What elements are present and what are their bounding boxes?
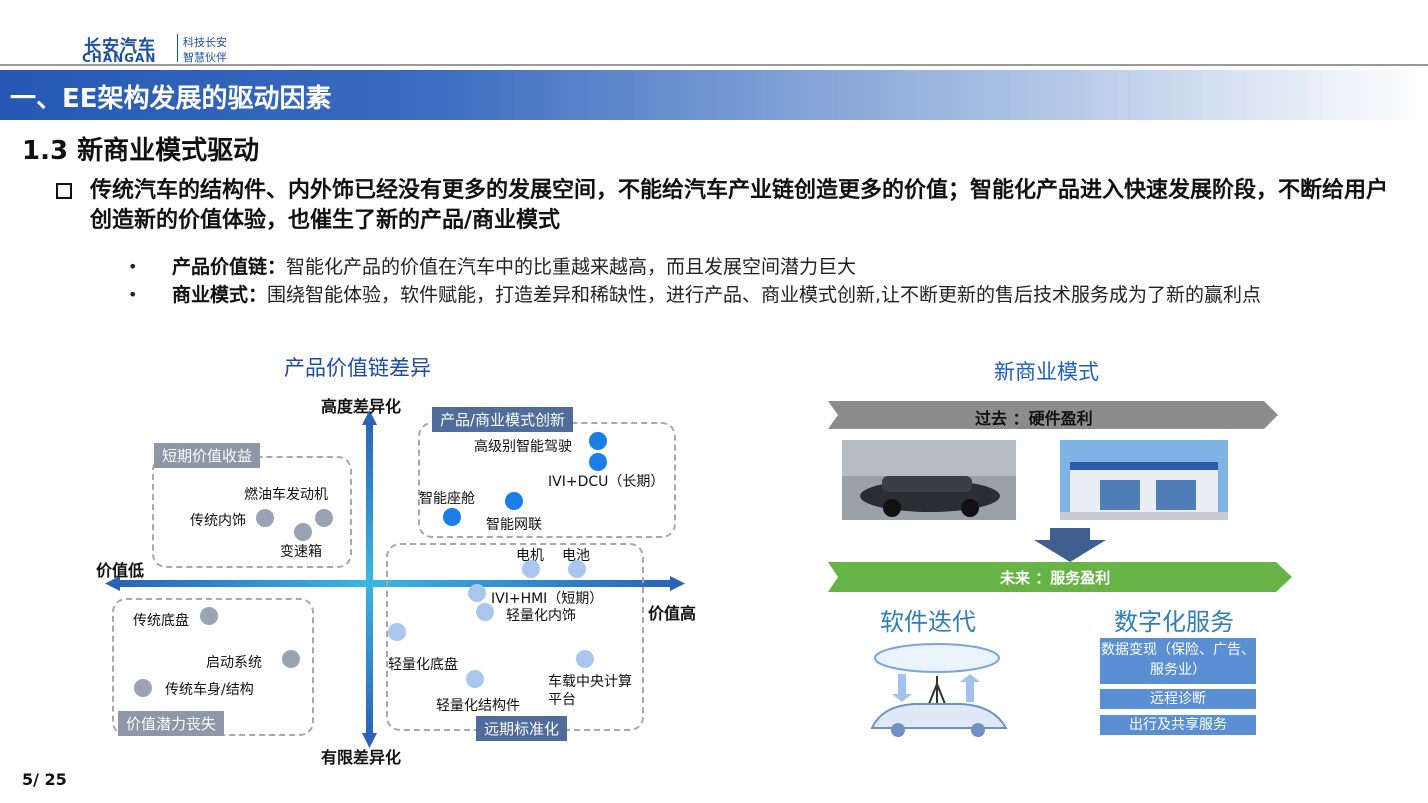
item-label: 传统底盘 xyxy=(133,613,189,629)
tag-innovation: 产品/商业模式创新 xyxy=(432,407,574,432)
item-label: 传统车身/结构 xyxy=(165,682,254,698)
item-marker xyxy=(505,492,523,510)
item-label: IVI+DCU（长期） xyxy=(548,474,665,490)
axis-label-left: 价值低 xyxy=(96,561,145,580)
main-point: 传统汽车的结构件、内外饰已经没有更多的发展空间，不能给汽车产业链创造更多的价值；… xyxy=(90,178,1389,233)
item-label: IVI+HMI（短期） xyxy=(491,591,604,607)
item-label: 轻量化结构件 xyxy=(436,698,520,714)
item-marker xyxy=(200,607,218,625)
slogan-line2: 智慧伙伴 xyxy=(183,51,227,64)
horizontal-axis xyxy=(115,580,675,587)
tag-short-term-value: 短期价值收益 xyxy=(154,443,261,468)
value-chain-chart-title: 产品价值链差异 xyxy=(284,356,431,380)
logo-text-cn: 长安汽车 xyxy=(84,37,156,57)
subsection-title: 1.3 新商业模式驱动 xyxy=(22,136,260,166)
item-label: 轻量化内饰 xyxy=(506,608,576,624)
item-label: 电机 xyxy=(516,548,544,564)
item-label: 智能网联 xyxy=(486,517,542,533)
bullet-dot-icon: • xyxy=(128,285,138,304)
service-data-monetization: 数据变现（保险、广告、服务业） xyxy=(1100,638,1256,684)
top-header xyxy=(0,0,1428,66)
item-label: 电池 xyxy=(562,548,590,564)
slogan-line1: 科技长安 xyxy=(183,36,227,49)
bullet-label: 产品价值链： xyxy=(172,256,287,278)
digital-service-title: 数字化服务 xyxy=(1114,608,1234,636)
item-marker xyxy=(282,650,300,668)
axis-label-bottom: 有限差异化 xyxy=(321,748,402,767)
tag-value-loss: 价值潜力丧失 xyxy=(118,711,225,736)
bullet-value-chain: 产品价值链：智能化产品的价值在汽车中的比重越来越高，而且发展空间潜力巨大 xyxy=(172,254,1332,280)
item-marker xyxy=(568,560,586,578)
item-label: 车载中央计算平台 xyxy=(548,674,632,708)
item-marker xyxy=(294,523,312,541)
service-remote-diagnosis: 远程诊断 xyxy=(1100,689,1256,709)
item-marker xyxy=(388,623,406,641)
transition-arrow-icon xyxy=(1034,528,1106,562)
item-marker xyxy=(256,509,274,527)
item-marker xyxy=(134,679,152,697)
axis-label-top: 高度差异化 xyxy=(321,397,402,416)
item-label: 轻量化底盘 xyxy=(388,657,458,673)
item-label: 高级别智能驾驶 xyxy=(474,439,572,455)
item-marker xyxy=(589,432,607,450)
item-marker xyxy=(576,650,594,668)
vertical-axis xyxy=(366,420,373,738)
software-iteration-title: 软件迭代 xyxy=(880,608,976,636)
past-label: 过去 ：硬件盈利 xyxy=(975,409,1093,428)
axis-arrow-left-icon xyxy=(105,576,120,591)
section-banner xyxy=(0,70,1428,120)
item-marker xyxy=(466,670,484,688)
business-model-title: 新商业模式 xyxy=(994,360,1099,384)
item-label: 变速箱 xyxy=(280,544,322,560)
axis-arrow-right-icon xyxy=(670,576,685,591)
future-arrow-bar xyxy=(828,562,1292,592)
item-label: 智能座舱 xyxy=(419,491,475,507)
tag-long-term-standard: 远期标准化 xyxy=(476,716,568,741)
bullet-business-model: 商业模式：围绕智能体验，软件赋能，打造差异和稀缺性，进行产品、商业模式创新,让不… xyxy=(172,282,1312,308)
bullet-label: 商业模式： xyxy=(172,284,268,306)
axis-label-right: 价值高 xyxy=(648,604,697,623)
logo-divider xyxy=(177,34,178,62)
section-title: 一、EE架构发展的驱动因素 xyxy=(10,84,332,114)
item-marker xyxy=(468,584,486,602)
item-marker xyxy=(443,508,461,526)
dealership-photo xyxy=(1060,440,1228,520)
header-rule xyxy=(0,64,1428,66)
item-marker xyxy=(522,560,540,578)
logo-text-en: CHANGAN xyxy=(82,51,157,65)
page-number: 5/ 25 xyxy=(22,770,67,789)
axis-arrow-down-icon xyxy=(362,733,377,748)
service-mobility-sharing: 出行及共享服务 xyxy=(1100,715,1256,735)
bullet-dot-icon: • xyxy=(128,257,138,276)
car-photo xyxy=(842,440,1016,520)
item-marker xyxy=(589,453,607,471)
item-label: 传统内饰 xyxy=(190,513,246,529)
past-arrow-bar xyxy=(828,401,1278,429)
bullet-text: 智能化产品的价值在汽车中的比重越来越高，而且发展空间潜力巨大 xyxy=(286,256,857,278)
future-label: 未来 ：服务盈利 xyxy=(1000,569,1111,587)
item-marker xyxy=(315,509,333,527)
bullet-text: 围绕智能体验，软件赋能，打造差异和稀缺性，进行产品、商业模式创新,让不断更新的售… xyxy=(267,284,1262,306)
connected-car-graphic xyxy=(862,640,1012,740)
square-bullet-icon xyxy=(56,183,72,199)
item-marker xyxy=(476,603,494,621)
item-label: 燃油车发动机 xyxy=(244,487,328,503)
axis-arrow-up-icon xyxy=(362,410,377,425)
item-label: 启动系统 xyxy=(206,655,262,671)
